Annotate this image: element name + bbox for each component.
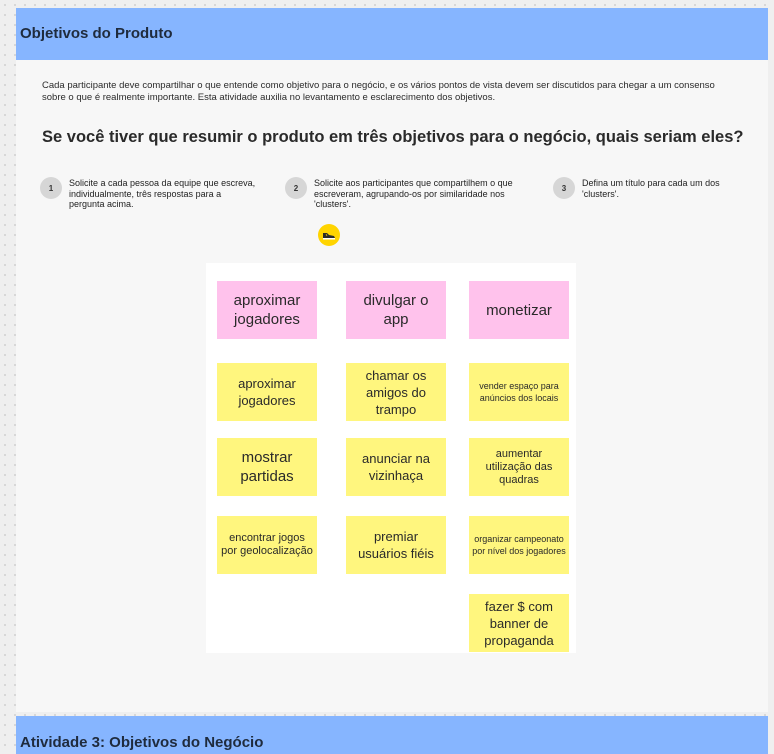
sneaker-icon[interactable] [318, 224, 340, 246]
product-goals-frame: Objetivos do Produto Cada participante d… [16, 8, 768, 712]
sticky-note-title[interactable]: monetizar [469, 281, 569, 339]
sticky-note[interactable]: anunciar na vizinhaça [346, 438, 446, 496]
step-text: Solicite a cada pessoa da equipe que esc… [69, 178, 256, 209]
sticky-note[interactable]: chamar os amigos do trampo [346, 363, 446, 421]
sticky-note[interactable]: organizar campeonato por nível dos jogad… [469, 516, 569, 574]
frame-header: Objetivos do Produto [16, 8, 768, 60]
intro-text: Cada participante deve compartilhar o qu… [42, 80, 715, 103]
next-frame-header: Atividade 3: Objetivos do Negócio [16, 716, 768, 754]
sticky-board: aproximar jogadores aproximar jogadores … [206, 263, 576, 653]
step-text: Defina um título para cada um dos 'clust… [582, 178, 720, 199]
step-number: 1 [40, 177, 62, 199]
sticky-note[interactable]: encontrar jogos por geolocalização [217, 516, 317, 574]
sticky-note[interactable]: fazer $ com banner de propaganda [469, 594, 569, 652]
step-number: 3 [553, 177, 575, 199]
question-heading: Se você tiver que resumir o produto em t… [42, 128, 744, 146]
sticky-note[interactable]: premiar usuários fiéis [346, 516, 446, 574]
sticky-note[interactable]: aumentar utilização das quadras [469, 438, 569, 496]
sticky-note-title[interactable]: aproximar jogadores [217, 281, 317, 339]
sticky-note[interactable]: vender espaço para anúncios dos locais [469, 363, 569, 421]
sticky-note-title[interactable]: divulgar o app [346, 281, 446, 339]
next-frame-title: Atividade 3: Objetivos do Negócio [20, 734, 264, 751]
sticky-note[interactable]: mostrar partidas [217, 438, 317, 496]
sticky-note[interactable]: aproximar jogadores [217, 363, 317, 421]
frame-title: Objetivos do Produto [20, 25, 173, 42]
step-number: 2 [285, 177, 307, 199]
step-text: Solicite aos participantes que compartil… [314, 178, 513, 209]
